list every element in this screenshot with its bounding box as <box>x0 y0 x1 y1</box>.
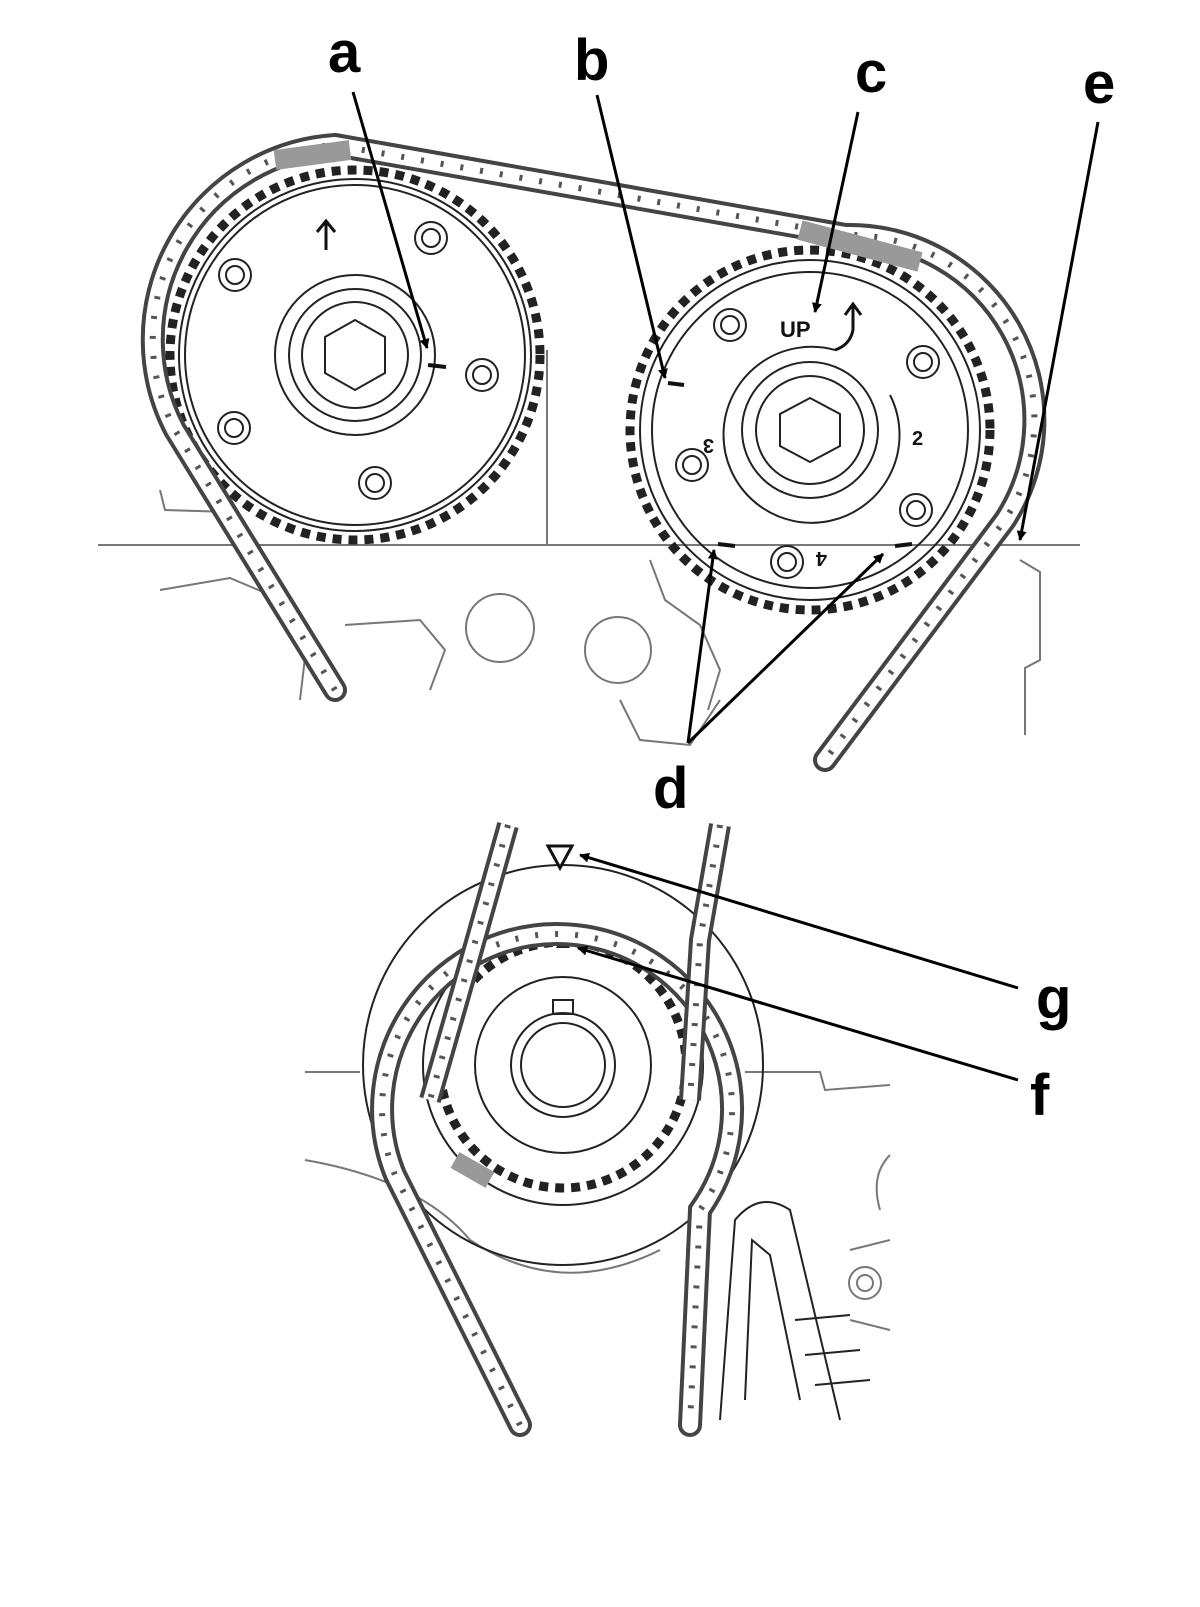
chain-colored-link-crank <box>450 1152 495 1188</box>
chain-tensioner-guide <box>719 1201 871 1421</box>
exhaust-sprocket-teeth <box>625 245 995 615</box>
arrow-up-icon <box>834 301 863 352</box>
intake-timing-mark <box>427 363 447 369</box>
callout-e: e <box>1083 51 1115 116</box>
leader-g <box>579 852 1019 990</box>
leader-f <box>577 945 1019 1082</box>
crank-sprocket-teeth <box>435 937 691 1193</box>
gear-number-3: 3 <box>703 434 714 456</box>
exhaust-sprocket-holes <box>675 308 940 579</box>
callout-a: a <box>328 20 361 85</box>
leader-d2 <box>686 552 885 745</box>
up-mark-text: UP <box>780 317 811 342</box>
engine-block-outline-top <box>98 350 1080 747</box>
callout-b: b <box>574 28 609 93</box>
intake-bolt-head <box>324 318 386 392</box>
arrow-up-icon <box>315 218 337 250</box>
leader-c <box>812 111 860 313</box>
callout-g: g <box>1036 966 1071 1031</box>
chain-timing-mark-triangle <box>545 844 575 872</box>
exhaust-timing-mark-d1 <box>717 542 736 548</box>
callout-f: f <box>1030 1063 1050 1128</box>
exhaust-timing-mark-b <box>667 381 685 387</box>
leader-a <box>351 91 430 349</box>
intake-sprocket <box>165 165 545 545</box>
exhaust-sprocket: UP 3 2 4 <box>625 245 995 615</box>
leader-d1 <box>686 549 718 744</box>
callout-d: d <box>653 756 688 821</box>
chain-colored-links-exhaust <box>797 220 923 272</box>
gear-number-2: 2 <box>912 428 923 450</box>
chain-colored-links-intake <box>273 140 352 170</box>
upper-timing-chain <box>140 132 1047 772</box>
intake-sprocket-holes <box>217 221 499 500</box>
callout-leaders <box>351 91 1100 1082</box>
exhaust-bolt-head <box>779 396 841 464</box>
leader-e <box>1016 121 1100 541</box>
gear-number-4: 4 <box>815 547 827 569</box>
callout-c: c <box>855 40 887 105</box>
exhaust-timing-mark-d2 <box>894 542 913 548</box>
crank-timing-chain <box>370 822 745 1437</box>
intake-sprocket-teeth <box>165 165 545 545</box>
leader-b <box>595 94 668 379</box>
callout-labels: a b c d e f g <box>328 20 1115 1128</box>
crank-housing-outline <box>304 1071 891 1331</box>
